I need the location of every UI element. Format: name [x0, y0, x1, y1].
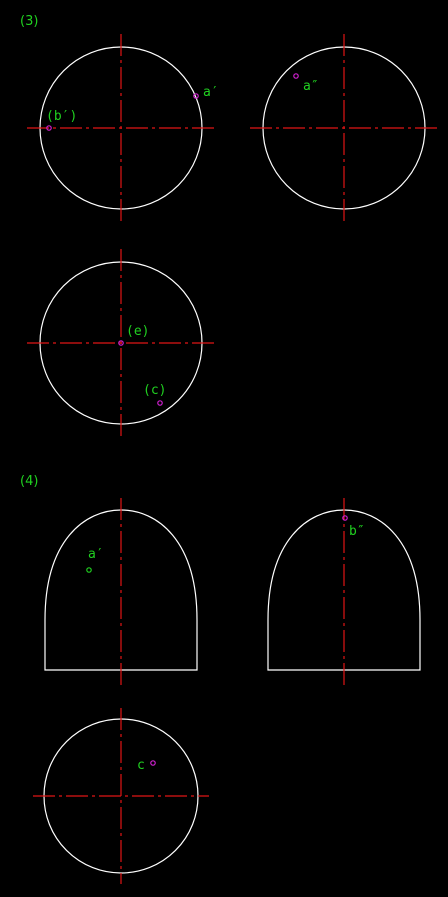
point-b-double-prime-marker [342, 515, 348, 521]
point-e-marker [118, 340, 124, 346]
point-b-double-prime-label: b″ [349, 524, 365, 539]
point-a-prime-marker [86, 567, 92, 573]
point-a-prime-label: a′ [88, 547, 104, 562]
section-3-top-view: (e) (c) [27, 249, 217, 437]
point-a-double-prime-marker [293, 73, 299, 79]
point-a-double-prime-label: a″ [303, 79, 319, 94]
point-c-marker [150, 760, 156, 766]
section-4-side-view: b″ [267, 498, 421, 685]
point-c-label: c [137, 758, 145, 773]
section-3-side-view: a″ [250, 34, 440, 222]
section-3-number: (3) [20, 14, 38, 29]
point-a-prime-marker [193, 93, 199, 99]
point-a-prime-label: a′ [203, 85, 219, 100]
point-e-label: (e) [126, 324, 149, 339]
section-4-top-view: c [33, 708, 209, 884]
point-b-prime-label: (b′) [46, 109, 77, 124]
point-c-marker [157, 400, 163, 406]
section-4-front-view: a′ [44, 498, 198, 685]
section-4-number: (4) [20, 474, 38, 489]
section-3-front-view: a′ (b′) [27, 34, 219, 222]
point-c-label: (c) [143, 383, 166, 398]
point-b-prime-marker [46, 125, 52, 131]
